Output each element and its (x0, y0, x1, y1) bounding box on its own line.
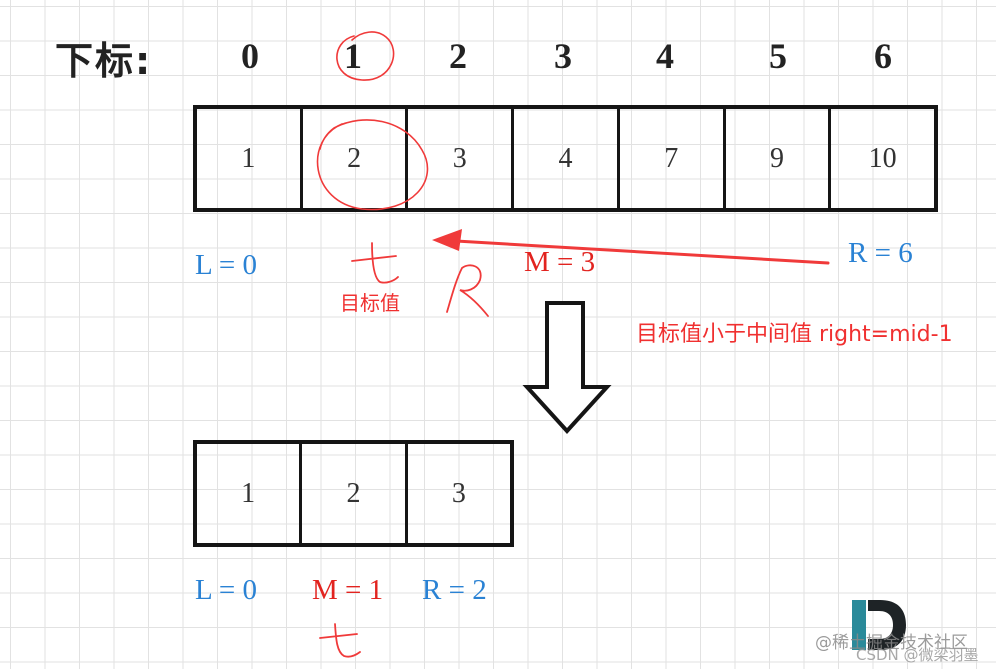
bottom-array: 1 2 3 (193, 440, 514, 547)
array-cell: 3 (404, 444, 510, 543)
array-cell: 1 (241, 142, 256, 174)
bottom-mid-pointer: M = 1 (312, 574, 384, 606)
handwritten-mark-r (446, 264, 489, 317)
index-2: 2 (449, 36, 467, 76)
array-cell: 9 (722, 109, 829, 208)
array-cell: 10 (828, 109, 934, 208)
array-cell: 3 (405, 109, 511, 208)
array-cell: 1 (241, 477, 256, 509)
handwritten-mark-bottom (319, 623, 361, 658)
top-right-pointer: R = 6 (848, 237, 913, 269)
bottom-right-pointer: R = 2 (422, 574, 487, 606)
array-cell: 7 (616, 109, 723, 208)
index-0: 0 (241, 36, 259, 76)
index-5: 5 (769, 36, 787, 76)
array-cell: 2 (299, 109, 406, 208)
watermark-line1: @稀土掘金技术社区 (815, 633, 968, 653)
index-3: 3 (554, 36, 572, 76)
top-mid-pointer: M = 3 (524, 246, 596, 278)
down-arrow (522, 301, 612, 434)
handwritten-mark-top (351, 242, 399, 284)
bottom-left-pointer: L = 0 (195, 574, 257, 606)
top-array: 1 2 3 4 7 9 10 (193, 105, 938, 212)
index-4: 4 (656, 36, 674, 76)
index-6: 6 (874, 36, 892, 76)
watermark-line2: CSDN @微梁羽墨 (856, 646, 979, 664)
target-label: 目标值 (340, 291, 400, 315)
index-label: 下标: (55, 39, 153, 83)
top-left-pointer: L = 0 (195, 249, 257, 281)
rule-note: 目标值小于中间值 right=mid-1 (636, 322, 953, 347)
index-1: 1 (344, 36, 362, 76)
red-arrow (432, 229, 830, 265)
array-cell: 4 (511, 109, 617, 208)
array-cell: 2 (299, 444, 404, 543)
